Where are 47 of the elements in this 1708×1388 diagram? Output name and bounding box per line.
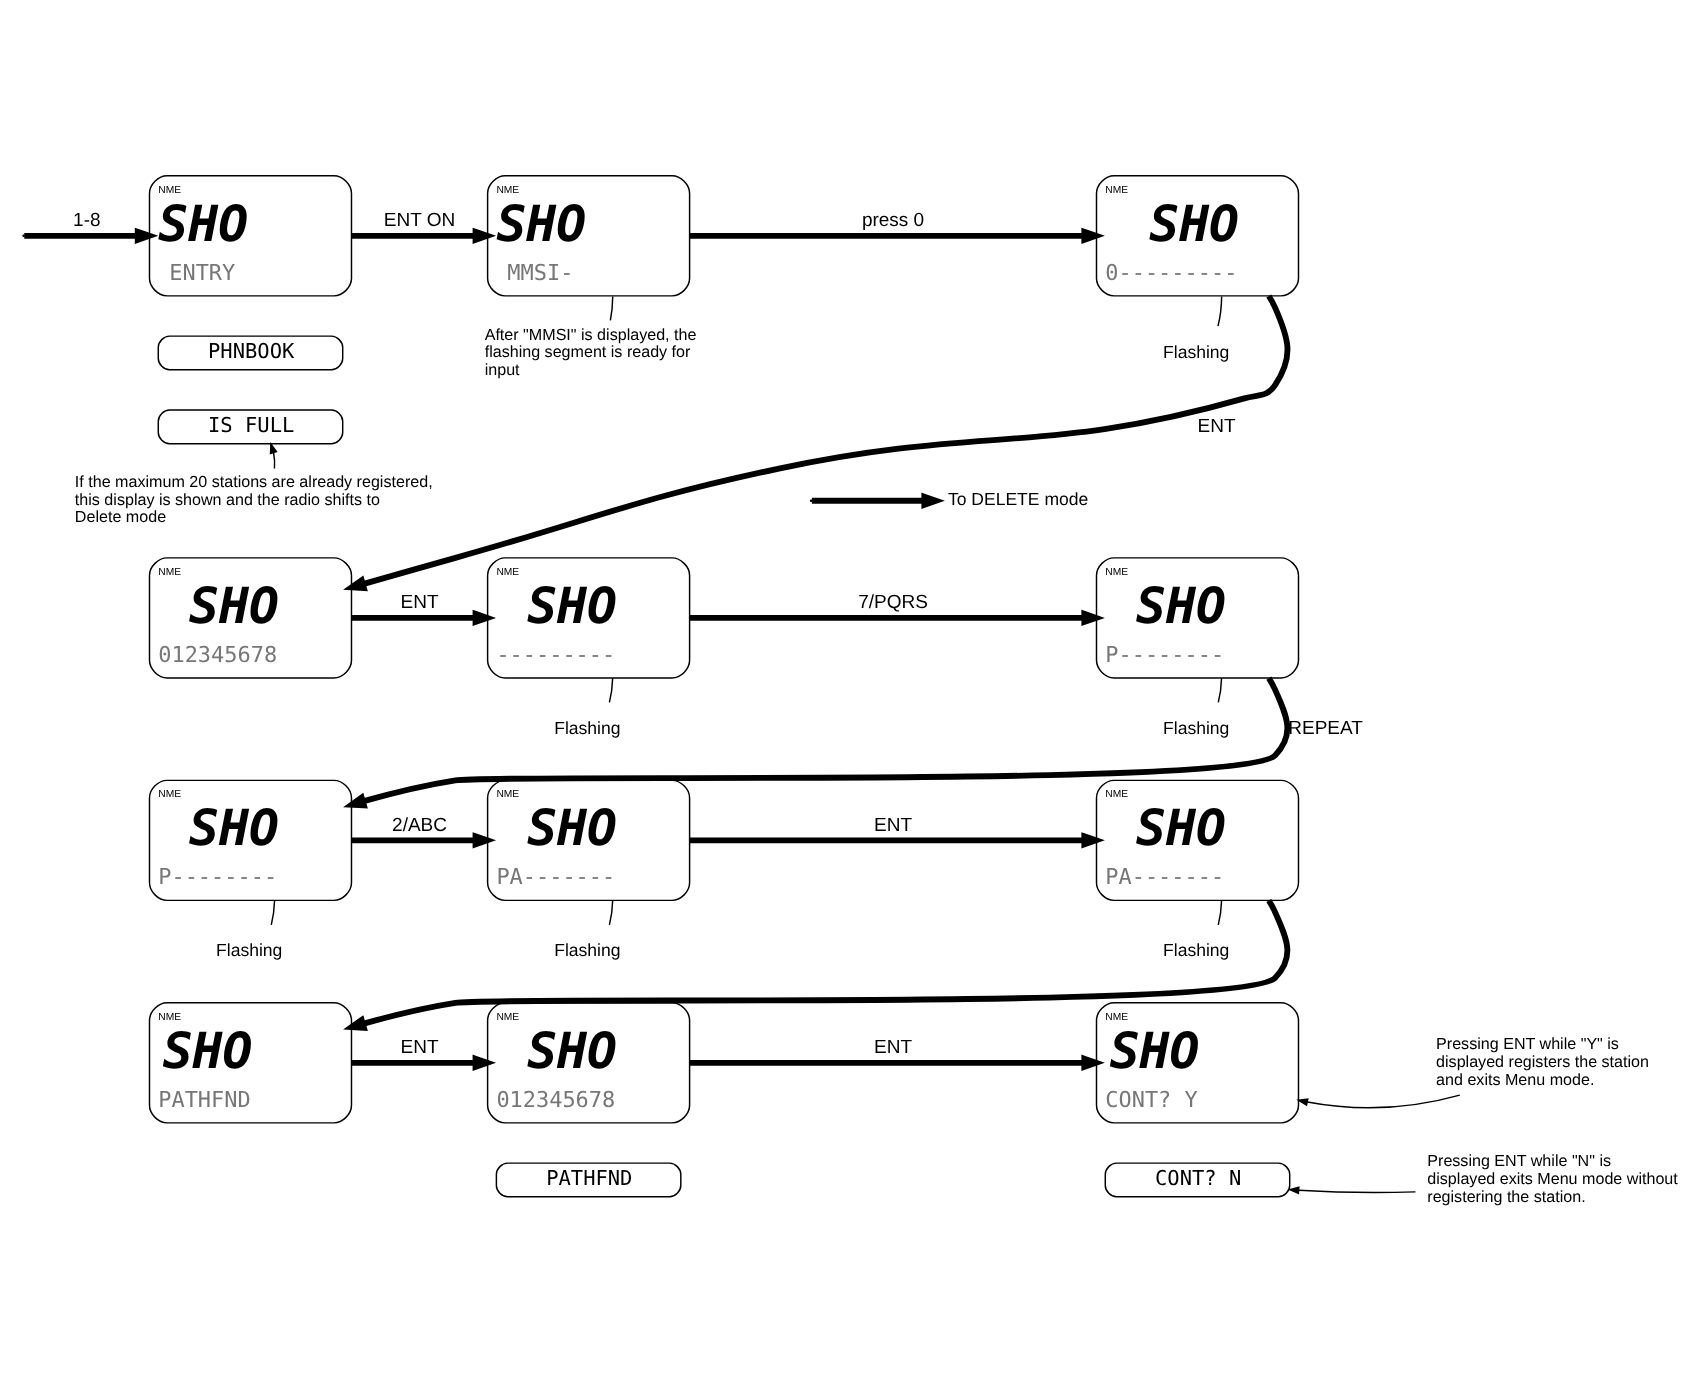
node-box: IS FULL	[157, 409, 344, 445]
node-box: CONT? N	[1104, 1162, 1291, 1198]
connector	[1217, 295, 1223, 327]
arrow	[1296, 1094, 1461, 1109]
edge-label: 2/ABC	[392, 814, 448, 837]
node-text: Flashing	[216, 940, 283, 961]
edge-label: ENT	[400, 1037, 439, 1060]
connector	[1217, 899, 1223, 926]
arrow	[343, 899, 1291, 1031]
arrow	[689, 1054, 1105, 1072]
node-text: To DELETE mode	[947, 489, 1089, 510]
edge-label: ENT	[400, 592, 439, 615]
node-text: Flashing	[554, 940, 621, 961]
arrow	[24, 227, 159, 245]
connector	[270, 899, 276, 926]
arrow	[689, 227, 1105, 245]
connector	[1217, 677, 1223, 704]
arrow	[343, 676, 1291, 809]
node-text: Pressing ENT while "N" is displayed exits Menu mode without registering the station.	[1427, 1152, 1678, 1206]
edge-label: ENT	[874, 1037, 913, 1060]
node-text: If the maximum 20 stations are already registered, this display is shown and the radio shifts to Delete mode	[74, 473, 433, 527]
edge-label: 7/PQRS	[858, 592, 928, 615]
node-box: PHNBOOK	[157, 335, 344, 371]
arrow	[351, 227, 497, 245]
edge-label: 1-8	[73, 210, 101, 233]
arrow	[351, 609, 497, 627]
arrow	[351, 832, 497, 849]
node-box: PATHFND	[495, 1162, 682, 1198]
edge-label: ENT ON	[383, 210, 456, 233]
edge-label: press 0	[861, 210, 925, 233]
arrow	[689, 609, 1105, 627]
arrow	[689, 832, 1105, 849]
connector	[608, 677, 614, 704]
node-text: Flashing	[554, 717, 621, 738]
node-text: Flashing	[1163, 341, 1230, 362]
edge-label: ENT	[1197, 415, 1236, 438]
connector	[609, 295, 614, 322]
arrow	[343, 294, 1291, 592]
node-text: Flashing	[1163, 940, 1230, 961]
node-text: After "MMSI" is displayed, the flashing segment is ready for input	[484, 325, 697, 379]
arrow	[351, 1054, 497, 1072]
arrow	[1287, 1186, 1417, 1195]
connector	[608, 899, 614, 926]
edge-label: ENT	[874, 814, 913, 837]
node-text: Flashing	[1163, 717, 1230, 738]
arrow	[811, 492, 945, 509]
node-text: Pressing ENT while "Y" is displayed registers the station and exits Menu mode.	[1436, 1035, 1650, 1089]
